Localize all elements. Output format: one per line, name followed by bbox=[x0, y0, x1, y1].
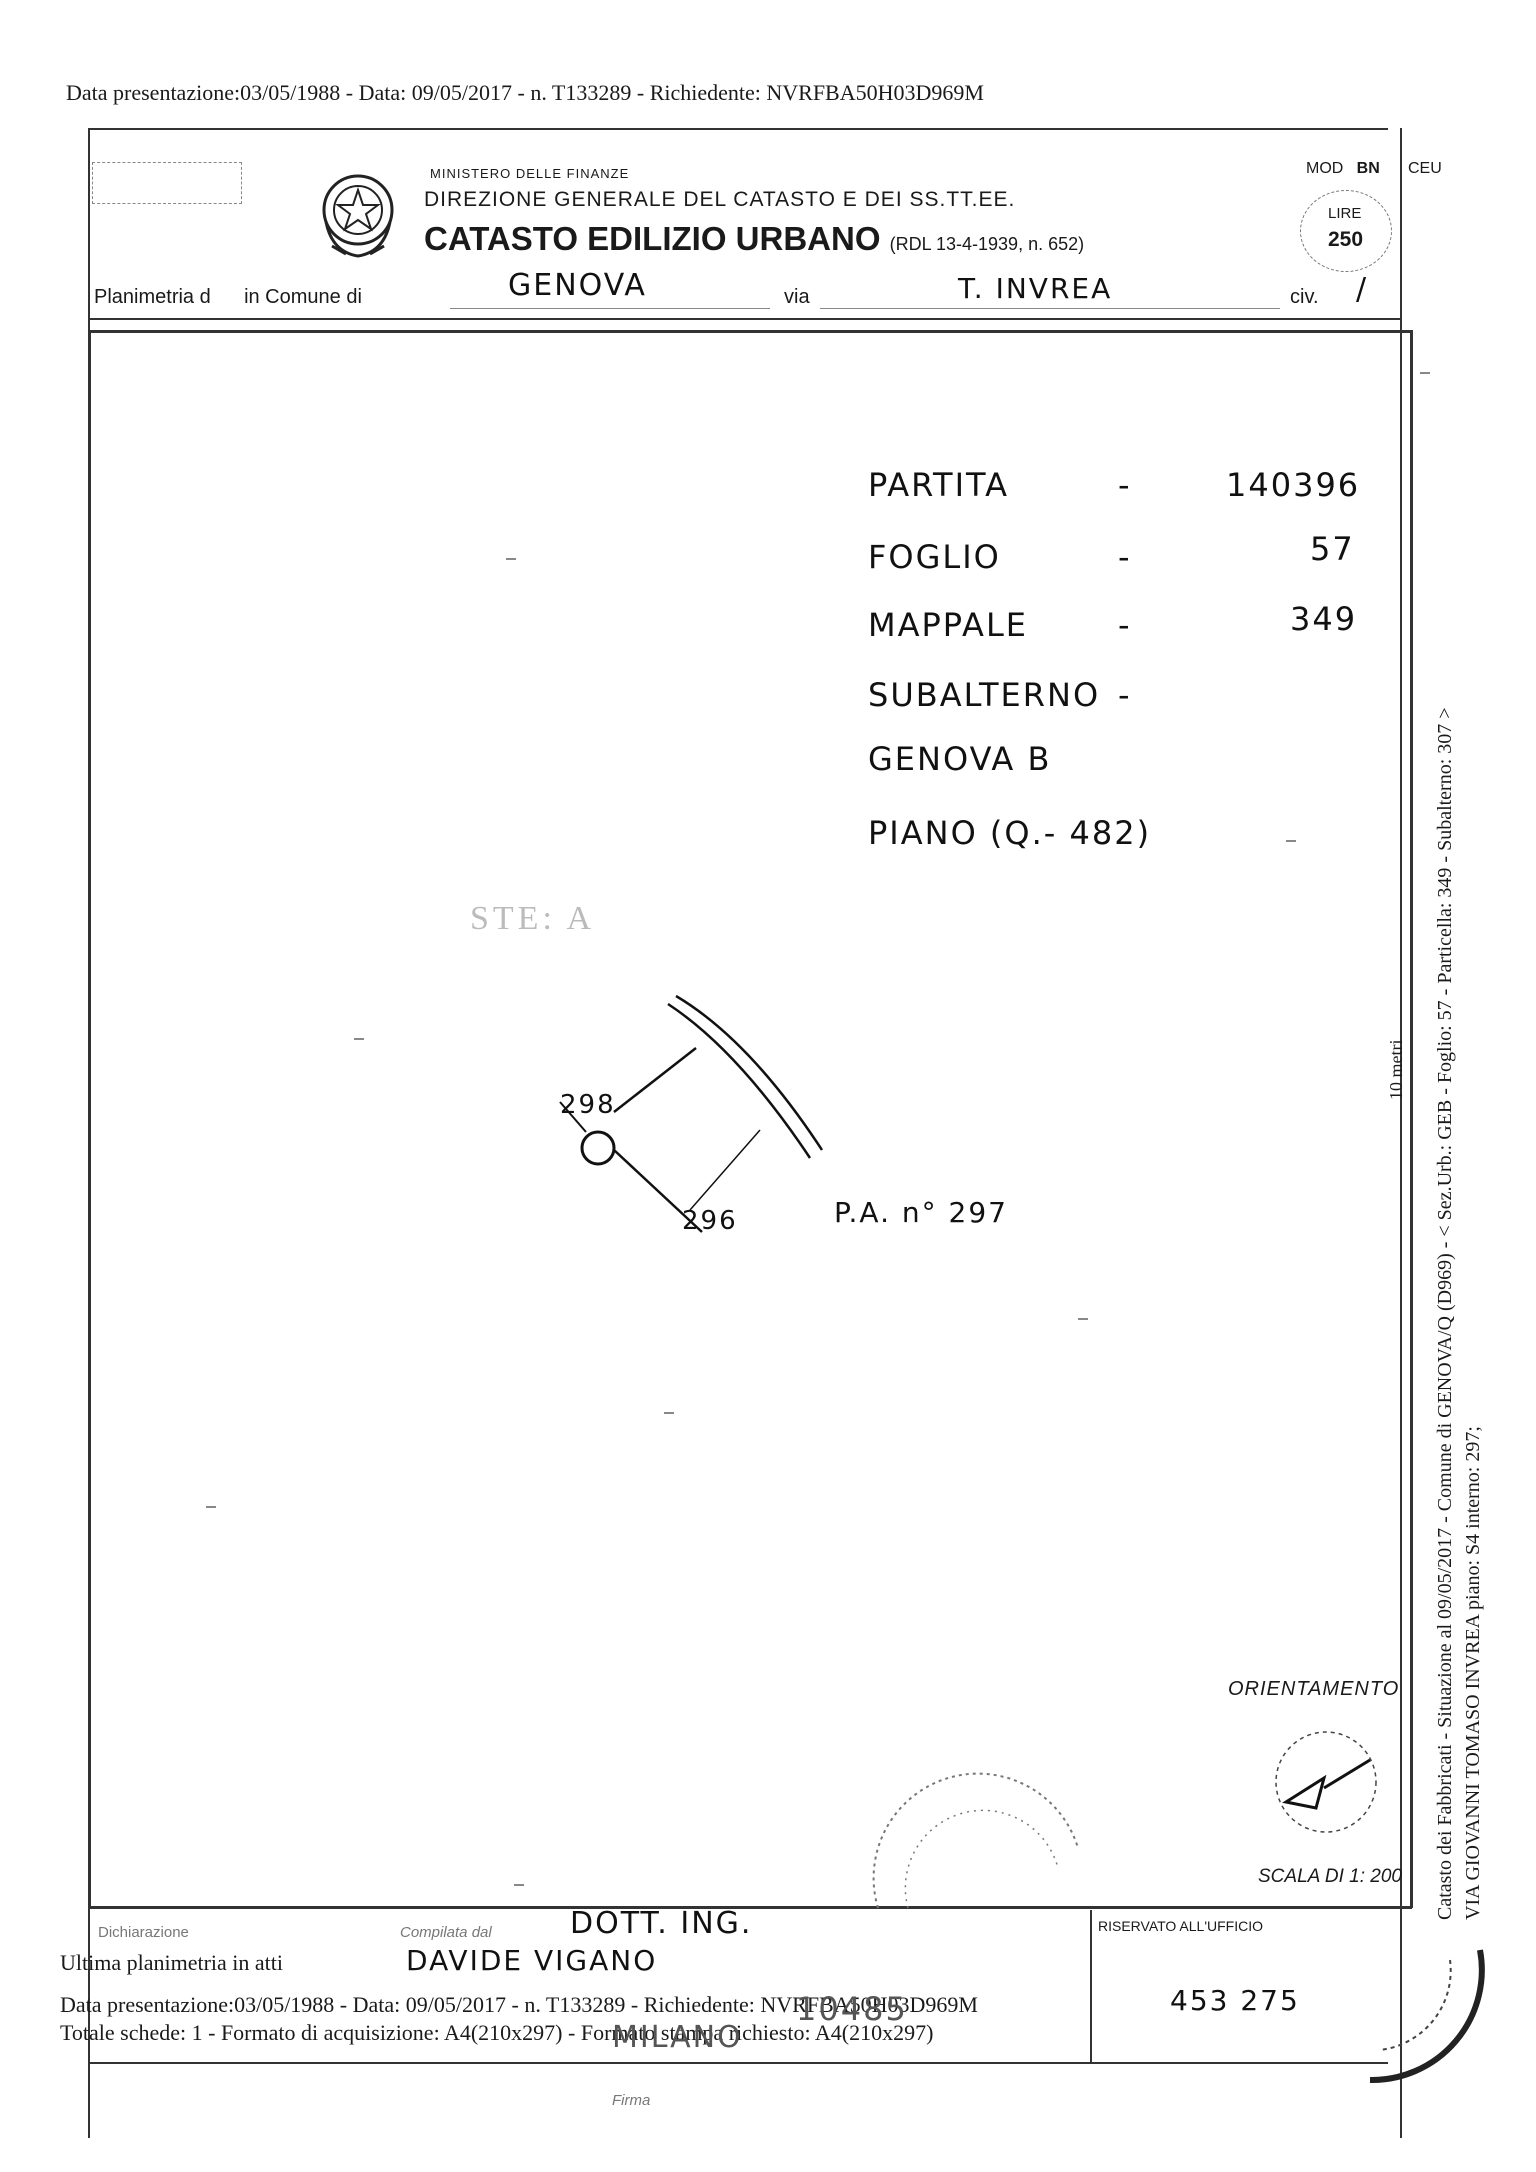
plan-frame-top bbox=[88, 330, 1412, 333]
detail-value-foglio: 57 bbox=[1310, 530, 1355, 568]
planimetria-label: Planimetria d bbox=[94, 286, 211, 308]
catasto-title-text: CATASTO EDILIZIO URBANO bbox=[424, 220, 881, 257]
detail-value-mappale: 349 bbox=[1290, 600, 1358, 638]
ultima-planimetria: Ultima planimetria in atti bbox=[60, 1950, 283, 1975]
tick bbox=[1078, 1318, 1088, 1320]
side-address-info: VIA GIOVANNI TOMASO INVREA piano: S4 int… bbox=[1462, 1426, 1484, 1920]
scale-label: SCALA DI 1: 200 bbox=[1258, 1866, 1402, 1887]
catasto-title: CATASTO EDILIZIO URBANO (RDL 13-4-1939, … bbox=[424, 220, 1084, 258]
davide-vigano: DAVIDE VIGANO bbox=[406, 1944, 658, 1977]
mod-label: MOD BN bbox=[1306, 160, 1380, 178]
detail-dash-partita: - bbox=[1118, 466, 1132, 504]
north-arrow-icon bbox=[1275, 1731, 1377, 1833]
comune-value: GENOVA bbox=[508, 268, 647, 303]
albo-number: 10485 bbox=[796, 1990, 908, 2028]
compilata-label: Compilata dal bbox=[400, 1924, 492, 1941]
plan-frame-bottom bbox=[88, 1906, 1412, 1909]
detail-dash-mappale: - bbox=[1118, 606, 1132, 644]
milano: MILANO bbox=[612, 2020, 743, 2055]
planimetria-line: Planimetria d in Comune di bbox=[94, 286, 362, 309]
tick bbox=[206, 1506, 216, 1508]
detail-label-partita: PARTITA bbox=[868, 466, 1009, 504]
tick bbox=[514, 1884, 524, 1886]
marker-296: 296 bbox=[682, 1206, 738, 1236]
tick bbox=[1420, 372, 1430, 374]
form-code-box bbox=[92, 162, 242, 204]
footer-divider bbox=[88, 2062, 1388, 2064]
orientamento-label: ORIENTAMENTO bbox=[1228, 1678, 1400, 1700]
footer-line-1: Data presentazione:03/05/1988 - Data: 09… bbox=[60, 1992, 978, 2017]
presentation-header: Data presentazione:03/05/1988 - Data: 09… bbox=[66, 80, 984, 105]
plan-sketch bbox=[559, 994, 824, 1233]
detail-value-partita: 140396 bbox=[1226, 466, 1361, 504]
mod-text: MOD bbox=[1306, 160, 1344, 177]
professional-stamp-icon bbox=[872, 1772, 1079, 1909]
side-cadastral-info: Catasto dei Fabbricati - Situazione al 0… bbox=[1434, 707, 1456, 1920]
ministry-label: MINISTERO DELLE FINANZE bbox=[430, 166, 630, 181]
detail-label-mappale: MAPPALE bbox=[868, 606, 1028, 644]
lire-stamp-circle bbox=[1300, 190, 1392, 272]
plan-frame-left bbox=[88, 330, 91, 1908]
pa-label: P.A. n° 297 bbox=[834, 1196, 1008, 1229]
detail-label-foglio: FOGLIO bbox=[868, 538, 1001, 576]
header-divider bbox=[88, 318, 1400, 320]
via-value: T. INVREA bbox=[958, 272, 1113, 305]
scale-bar-label: 10 metri bbox=[1386, 1039, 1406, 1101]
dichiarazione-label: Dichiarazione bbox=[98, 1924, 189, 1941]
riservato-label: RISERVATO ALL'UFFICIO bbox=[1098, 1918, 1264, 1934]
form-top-rule bbox=[88, 128, 1388, 130]
tick bbox=[506, 558, 516, 560]
faint-stamp: STE: A bbox=[470, 900, 596, 937]
via-label: via bbox=[784, 286, 810, 308]
footer-line-2: Totale schede: 1 - Formato di acquisizio… bbox=[60, 2020, 934, 2045]
civ-slash: / bbox=[1356, 272, 1369, 307]
detail-dash-subalterno: - bbox=[1118, 676, 1132, 714]
tick bbox=[354, 1038, 364, 1040]
comune-dotted bbox=[450, 308, 770, 309]
dott-ing: DOTT. ING. bbox=[570, 1906, 753, 1941]
tick bbox=[664, 1412, 674, 1414]
detail-dash-foglio: - bbox=[1118, 538, 1132, 576]
emblem-icon bbox=[322, 174, 394, 258]
detail-label-zone: GENOVA B bbox=[868, 740, 1052, 778]
plan-frame-right bbox=[1410, 330, 1413, 1908]
ceu-label: CEU bbox=[1408, 160, 1442, 177]
via-dotted bbox=[820, 308, 1280, 309]
detail-label-subalterno: SUBALTERNO bbox=[868, 676, 1101, 714]
reserved-divider bbox=[1090, 1910, 1092, 2062]
firma-label: Firma bbox=[612, 2092, 651, 2109]
form-right-rule bbox=[1400, 128, 1402, 2138]
lire-label: LIRE bbox=[1328, 205, 1362, 222]
tick bbox=[1286, 840, 1296, 842]
civ-label: civ. bbox=[1290, 286, 1319, 308]
lire-value: 250 bbox=[1328, 228, 1364, 251]
riservato-value: 453 275 bbox=[1170, 1984, 1300, 2017]
direzione-label: DIREZIONE GENERALE DEL CATASTO E DEI SS.… bbox=[424, 188, 1016, 211]
corner-stamp-icon bbox=[1369, 1949, 1485, 2084]
mod-bn: BN bbox=[1356, 160, 1380, 177]
comune-label: in Comune di bbox=[244, 286, 362, 308]
detail-label-piano: PIANO (Q.- 482) bbox=[868, 814, 1152, 852]
marker-298: 298 bbox=[560, 1090, 616, 1120]
catasto-law: (RDL 13-4-1939, n. 652) bbox=[889, 234, 1085, 254]
